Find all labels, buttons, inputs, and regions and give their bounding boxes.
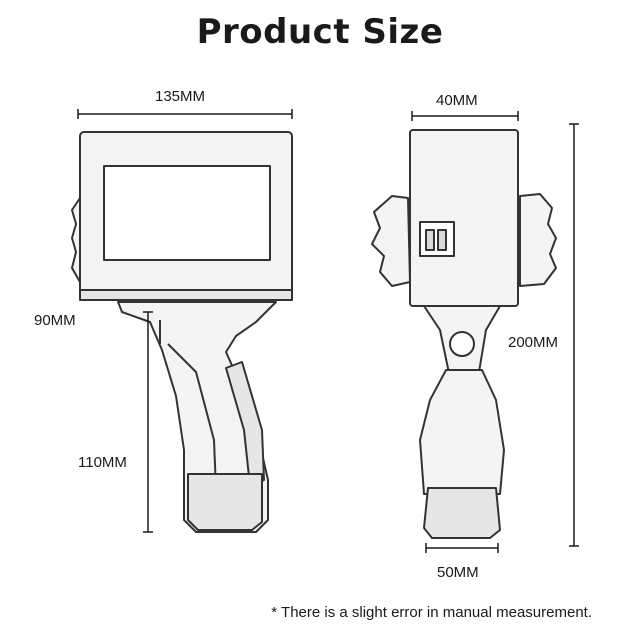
dim-front-width: 135MM <box>155 88 206 105</box>
side-handle <box>419 369 505 495</box>
dimension-lines <box>77 109 579 553</box>
measurement-note: * There is a slight error in manual meas… <box>271 604 592 621</box>
page-title: Product Size <box>196 12 444 52</box>
handle-trigger <box>225 361 265 487</box>
side-knob-left <box>371 195 411 287</box>
front-screen <box>103 165 271 261</box>
side-battery <box>423 487 501 539</box>
front-rim <box>79 289 293 301</box>
dim-head-height: 90MM <box>34 312 76 329</box>
side-knob-right <box>519 193 557 287</box>
neck-hole <box>449 331 475 357</box>
side-head <box>409 129 519 307</box>
side-view <box>371 129 557 539</box>
battery-cap <box>187 473 263 531</box>
dim-base-width: 50MM <box>437 564 479 581</box>
front-view <box>71 131 293 533</box>
dim-total-height: 200MM <box>508 334 559 351</box>
dim-side-width: 40MM <box>436 92 478 109</box>
switch-b <box>437 229 447 251</box>
switch-a <box>425 229 435 251</box>
dim-handle-height: 110MM <box>78 454 127 471</box>
